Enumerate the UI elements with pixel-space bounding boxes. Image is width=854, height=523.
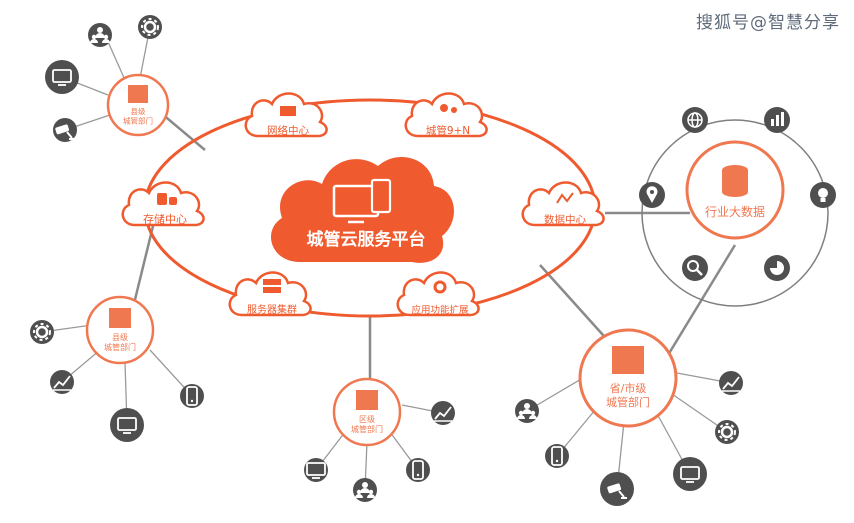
- chart-icon: [719, 371, 743, 395]
- phone-icon: [370, 178, 392, 214]
- building-icon: [109, 308, 131, 328]
- monitor-icon: [45, 60, 79, 94]
- department-label-line: 城管部门: [606, 395, 650, 409]
- department-top-left: 县级城管部门: [106, 73, 170, 137]
- industry-label: 行业大数据: [705, 204, 765, 219]
- watermark: 搜狐号@智慧分享: [696, 13, 840, 33]
- ring-node-label: 存储中心: [143, 212, 187, 226]
- building-icon: [356, 390, 378, 410]
- department-label-line: 城管部门: [123, 115, 153, 125]
- chart-icon: [50, 370, 74, 394]
- ring-node-label: 服务器集群: [247, 303, 297, 316]
- pie-chart-icon: [764, 255, 790, 281]
- phone-icon: [545, 444, 569, 468]
- people-icon: [353, 478, 377, 502]
- search-icon: [682, 255, 708, 281]
- camera-icon: [600, 472, 634, 506]
- ring-node-servers: 服务器集群: [228, 271, 312, 317]
- department-left: 县级城管部门: [85, 295, 155, 365]
- department-bottom: 区级城管部门: [332, 377, 402, 447]
- building-icon: [612, 346, 644, 374]
- ring-node-label: 数据中心: [544, 213, 586, 226]
- platform-label: 城管云服务平台: [307, 229, 426, 250]
- department-label-line: 城管部门: [104, 342, 136, 352]
- ring-node-apps: 应用功能扩展: [396, 271, 480, 317]
- location-icon: [639, 182, 665, 208]
- ring-node-label: 城管9+N: [426, 124, 470, 137]
- ring-node-label: 应用功能扩展: [411, 304, 469, 316]
- settings-icon: [30, 320, 54, 344]
- ring-node-network: 网络中心: [244, 92, 328, 138]
- chart-icon: [556, 192, 574, 204]
- people-icon: [515, 399, 539, 423]
- department-right: 省/市级城管部门: [578, 328, 678, 428]
- industry-center: 行业大数据: [685, 140, 785, 240]
- database-icon: [157, 193, 167, 205]
- department-label: 区级城管部门: [351, 414, 383, 434]
- people-icon: [440, 104, 448, 112]
- industry-ring: [641, 119, 829, 307]
- server-icon: [263, 279, 281, 285]
- network-icon: [280, 106, 296, 116]
- ring-node-city-manager: 城管9+N: [404, 92, 488, 138]
- lightbulb-icon: [810, 182, 836, 208]
- camera-icon: [53, 118, 77, 142]
- ring-node-storage: 存储中心: [121, 181, 205, 227]
- monitor-icon: [110, 408, 144, 442]
- bar-chart-icon: [764, 107, 790, 133]
- settings-icon: [715, 420, 739, 444]
- ring-node-data: 数据中心: [521, 181, 605, 227]
- monitor-icon: [673, 457, 707, 491]
- department-label-line: 城管部门: [351, 424, 383, 434]
- globe-icon: [682, 107, 708, 133]
- ring-node-label: 网络中心: [267, 124, 309, 137]
- chart-icon: [431, 401, 455, 425]
- gear-icon: [433, 280, 447, 294]
- department-label: 省/市级城管部门: [606, 381, 650, 409]
- monitor-icon: [304, 458, 328, 482]
- department-label: 县级城管部门: [104, 332, 136, 352]
- people-icon: [88, 23, 112, 47]
- settings-icon: [138, 15, 162, 39]
- phone-icon: [406, 458, 430, 482]
- phone-icon: [180, 384, 204, 408]
- department-label: 县级城管部门: [123, 106, 153, 125]
- platform-cloud: 城管云服务平台: [270, 156, 454, 263]
- building-icon: [128, 85, 148, 103]
